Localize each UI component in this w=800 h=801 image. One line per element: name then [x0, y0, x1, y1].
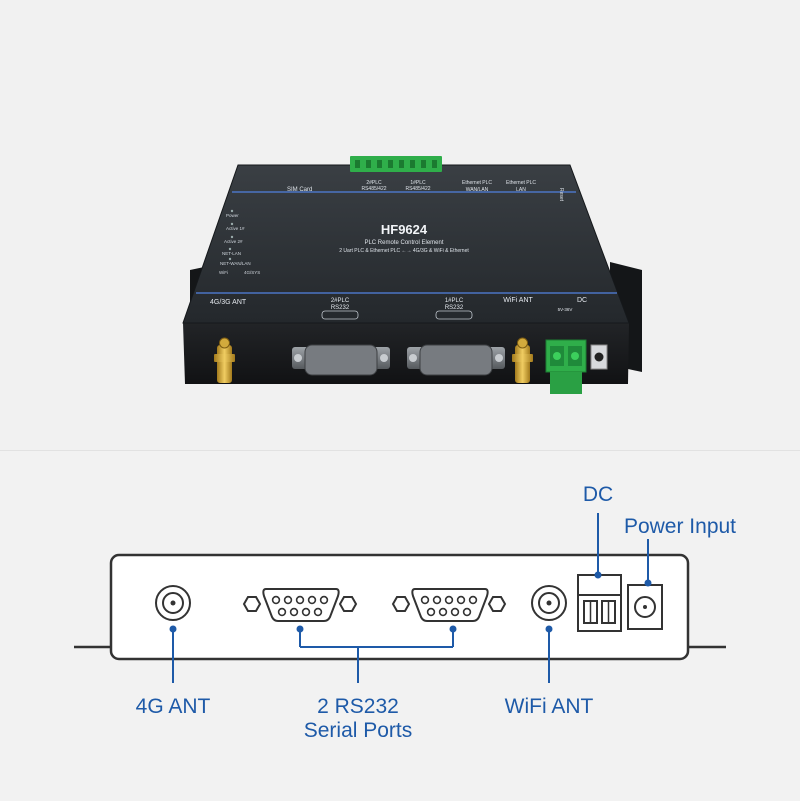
bottom-plc2-bus: RS232 — [331, 305, 350, 311]
photo-wifi-antenna-icon — [512, 337, 533, 383]
terminal-voltage-label: 5V-36V — [558, 307, 573, 312]
diagram-dc-terminal-icon — [577, 574, 622, 632]
power-input-callout-label: Power Input — [623, 515, 737, 538]
bottom-plc2-label: 2#PLC — [331, 298, 350, 304]
top-plc1-bus: RS485/422 — [405, 186, 430, 192]
svg-text:4G/SYS: 4G/SYS — [244, 270, 260, 275]
photo-4g-antenna-icon — [214, 337, 235, 383]
svg-text:NET-WAN/LAN: NET-WAN/LAN — [220, 261, 251, 266]
photo-db9-port-1-icon — [407, 344, 505, 376]
svg-text:Power: Power — [226, 213, 239, 218]
bottom-wifi-label: WiFi ANT — [503, 297, 533, 304]
diagram-power-jack-icon — [627, 584, 663, 630]
bottom-4g-label: 4G/3G ANT — [210, 299, 247, 306]
top-face — [182, 164, 630, 324]
top-terminal-block — [350, 156, 442, 172]
top-plc2-label: 2#PLC — [366, 180, 382, 186]
ports-diagram: DC Power Input 4G ANT 2 RS232 Serial Por… — [0, 450, 800, 801]
bottom-dc-label: DC — [577, 297, 587, 304]
reset-label: Reset — [558, 188, 564, 202]
led-column: Power Active 1# Active 2# NET-LAN NET-WA… — [219, 209, 260, 275]
bottom-plc1-bus: RS232 — [445, 305, 464, 311]
model-name: HF9624 — [381, 222, 428, 237]
eth-wan-label: Ethernet PLC — [462, 180, 492, 186]
bottom-plc1-label: 1#PLC — [445, 298, 464, 304]
photo-power-terminal-icon — [545, 339, 587, 394]
model-tagline: 2 Uart PLC & Ethernet PLC ←→ 4G/3G & WiF… — [339, 248, 469, 254]
front-panel-diagram — [74, 513, 726, 683]
top-plc1-label: 1#PLC — [410, 180, 426, 186]
sim-card-label: SIM Card — [287, 187, 312, 193]
4g-ant-callout-label: 4G ANT — [135, 695, 211, 718]
wifi-ant-callout-label: WiFi ANT — [504, 695, 594, 718]
router-photo: SIM Card 2#PLC RS485/422 1#PLC RS485/422… — [182, 156, 642, 394]
top-plc2-bus: RS485/422 — [361, 186, 386, 192]
diagram-db9-port-1-icon — [391, 588, 507, 622]
svg-text:Active 1#: Active 1# — [226, 226, 245, 231]
rs232-callout-label: 2 RS232 Serial Ports — [278, 695, 438, 743]
photo-db9-port-2-icon — [292, 344, 390, 376]
model-subtitle: PLC Remote Control Element — [364, 240, 443, 246]
svg-text:NET-LAN: NET-LAN — [222, 251, 241, 256]
rs232-callout-line1: 2 RS232 — [317, 695, 399, 718]
dc-callout-label: DC — [582, 483, 614, 506]
diagram-4g-antenna-icon — [155, 585, 191, 621]
svg-text:WiFi: WiFi — [219, 270, 228, 275]
eth-lan-sub: LAN — [516, 187, 526, 193]
eth-wan-sub: WAN/LAN — [466, 187, 489, 193]
diagram-wifi-antenna-icon — [531, 585, 567, 621]
eth-lan-label: Ethernet PLC — [506, 180, 536, 186]
svg-text:Active 2#: Active 2# — [224, 239, 243, 244]
photo-dc-jack-icon — [590, 344, 608, 370]
rs232-callout-line2: Serial Ports — [303, 719, 413, 742]
diagram-db9-port-2-icon — [242, 588, 358, 622]
product-photo: SIM Card 2#PLC RS485/422 1#PLC RS485/422… — [0, 0, 800, 450]
